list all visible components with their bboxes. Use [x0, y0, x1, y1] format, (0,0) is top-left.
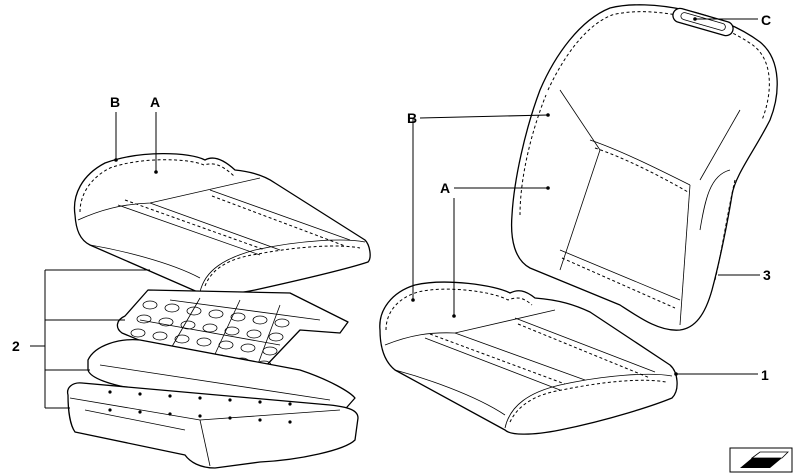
left-seat-cover: [73, 153, 371, 296]
mat-cell: [164, 303, 180, 313]
mat-cell: [186, 306, 202, 316]
frame-hole: [198, 414, 202, 418]
callout-group-2: 2: [12, 338, 20, 354]
frame-hole: [288, 420, 292, 424]
frame-hole: [108, 390, 112, 394]
frame-hole: [138, 410, 142, 414]
mat-cell: [262, 346, 278, 356]
mat-cell: [230, 312, 246, 322]
seat-frame: [66, 382, 359, 469]
headrest-slot: [672, 7, 734, 37]
mat-cell: [152, 331, 168, 341]
mat-cell: [246, 329, 262, 339]
mat-cell: [180, 320, 196, 330]
mat-cell: [208, 309, 224, 319]
frame-hole: [168, 394, 172, 398]
mat-cell: [240, 343, 256, 353]
right-seat-cushion: [379, 281, 678, 435]
leader-lines: [30, 18, 760, 409]
mat-cell: [158, 317, 174, 327]
callout-item-1: 1: [761, 367, 769, 383]
mat-cell: [274, 318, 290, 328]
catalog-corner-icon: [729, 447, 793, 473]
frame-hole: [198, 396, 202, 400]
callout-seat-a: A: [150, 94, 160, 110]
callout-seat-b: B: [110, 94, 120, 110]
mat-cell: [268, 332, 284, 342]
mat-cell: [202, 323, 218, 333]
mat-cell: [130, 328, 146, 338]
frame-hole: [138, 392, 142, 396]
frame-hole: [258, 418, 262, 422]
mat-cell: [136, 314, 152, 324]
mat-cell: [174, 334, 190, 344]
callout-back-b: B: [407, 110, 417, 126]
mat-cell: [252, 315, 268, 325]
callout-back-c: C: [761, 12, 771, 28]
mat-cell: [218, 340, 234, 350]
frame-hole: [228, 398, 232, 402]
callout-back-a: A: [440, 180, 450, 196]
frame-hole: [258, 400, 262, 404]
seat-foam-pad: [87, 339, 356, 416]
callout-item-3: 3: [763, 267, 771, 283]
mat-cell: [196, 337, 212, 347]
frame-hole: [228, 416, 232, 420]
right-seat-backrest: [510, 4, 778, 331]
mat-cell: [142, 300, 158, 310]
frame-hole: [168, 412, 172, 416]
mat-cell: [224, 326, 240, 336]
frame-hole: [108, 408, 112, 412]
frame-hole: [288, 402, 292, 406]
